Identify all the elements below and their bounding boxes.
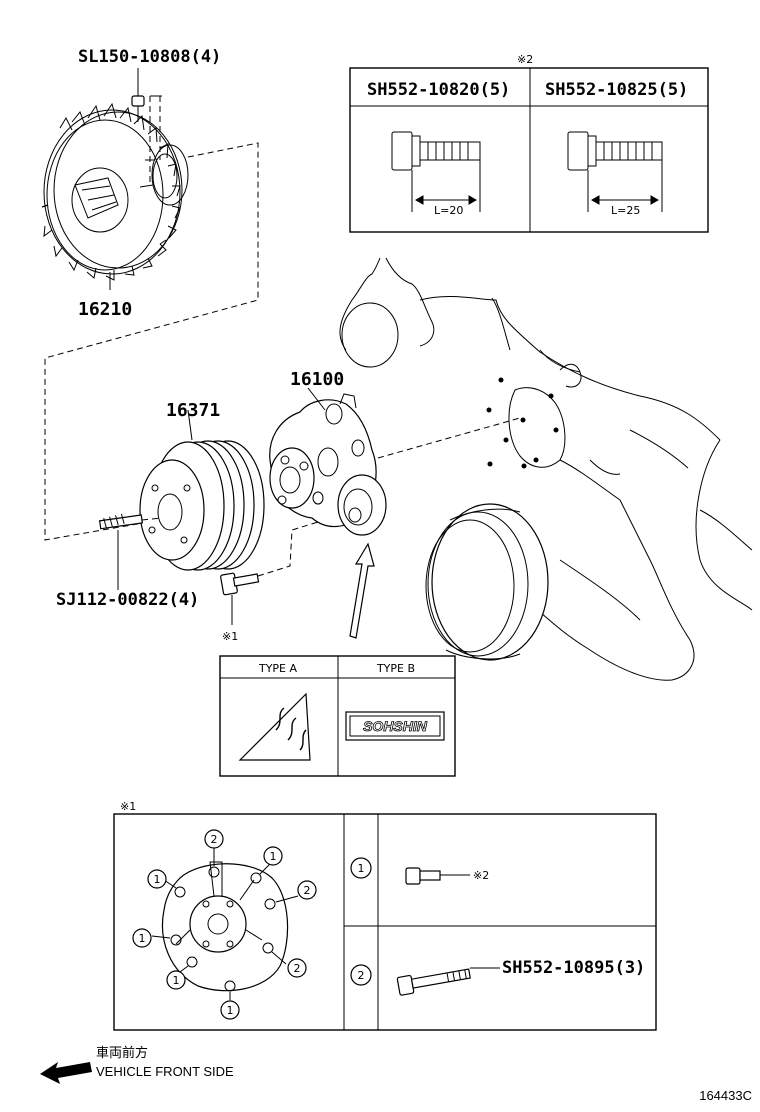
- svg-text:2: 2: [294, 962, 301, 975]
- pump-bolt-drawing: [220, 572, 260, 596]
- crank-pulley-drawing: [425, 503, 549, 661]
- legend-row2-number: 2: [358, 969, 365, 982]
- legend-row2-part: SH552-10895(3): [502, 958, 645, 978]
- bolt-length-table: [349, 67, 709, 233]
- engine-block-drawing: [339, 257, 753, 681]
- label-mark1-bolt: ※1: [222, 630, 238, 643]
- svg-text:2: 2: [304, 884, 311, 897]
- legend-row1-ref: ※2: [473, 869, 489, 882]
- type-table: [219, 655, 456, 777]
- label-stud: SJ112-00822(4): [56, 590, 199, 610]
- bolt-table-col1-part: SH552-10820(5): [367, 80, 510, 100]
- legend-mark: ※1: [120, 800, 136, 813]
- svg-text:1: 1: [154, 873, 161, 886]
- svg-text:1: 1: [173, 974, 180, 987]
- leader-fan-to-pulley: [44, 142, 259, 541]
- diagram-id: 164433C: [699, 1088, 752, 1103]
- callout-circles: [132, 829, 317, 1020]
- front-label-jp: 車両前方: [96, 1045, 148, 1060]
- svg-text:1: 1: [270, 850, 277, 863]
- svg-text:1: 1: [139, 932, 146, 945]
- svg-text:1: 1: [227, 1004, 234, 1017]
- stud-drawing: [98, 513, 144, 530]
- bolt-table-col1-length: L=20: [434, 204, 463, 217]
- pulley-drawing: [139, 440, 265, 571]
- direction-arrow-icon: [349, 542, 375, 639]
- label-water-pump: 16100: [290, 369, 344, 390]
- front-label-en: VEHICLE FRONT SIDE: [96, 1064, 234, 1079]
- bolt-table-col2-length: L=25: [611, 204, 640, 217]
- label-fan-clutch: 16210: [78, 299, 132, 320]
- label-fan-clutch-bolt: SL150-10808(4): [78, 47, 221, 67]
- fan-clutch-drawing: [41, 95, 189, 290]
- svg-text:2: 2: [211, 833, 218, 846]
- front-arrow-icon: [40, 1062, 92, 1084]
- legend-table: 2 1 1 2 1 1 2 1: [113, 813, 657, 1031]
- sohshin-logo: SOHSHIN: [363, 718, 428, 734]
- water-pump-drawing: [269, 393, 387, 536]
- type-a-header: TYPE A: [258, 662, 298, 675]
- label-pulley: 16371: [166, 400, 220, 421]
- type-b-header: TYPE B: [376, 662, 415, 675]
- bolt-table-col2-part: SH552-10825(5): [545, 80, 688, 100]
- legend-row1-number: 1: [358, 862, 365, 875]
- bolt-table-mark: ※2: [517, 53, 533, 66]
